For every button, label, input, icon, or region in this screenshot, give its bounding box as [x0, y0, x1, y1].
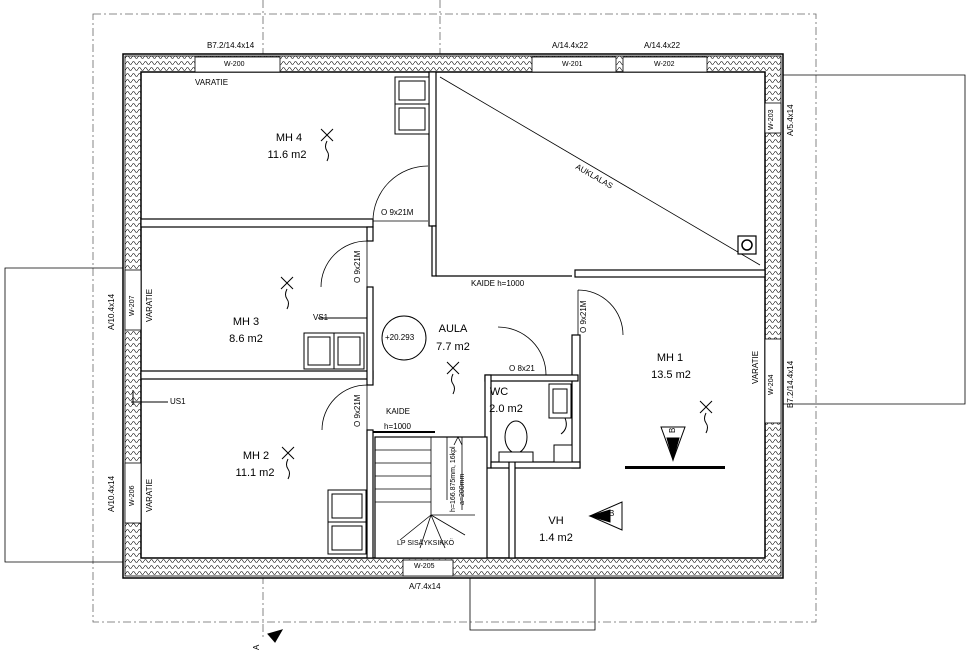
balcony-frame-right	[783, 74, 966, 405]
window-ticks	[131, 317, 367, 405]
kaide-height-label: h=1000	[384, 422, 411, 431]
window-w206	[124, 462, 142, 524]
room-mh3-name: MH 3	[232, 316, 260, 328]
room-vh-area: 1.4 m2	[539, 532, 573, 544]
window-w203-size: A/5.4x14	[786, 104, 795, 136]
window-w207-size: A/10.4x14	[107, 293, 116, 330]
window-openings	[124, 56, 782, 577]
room-aula-area: 7.7 m2	[436, 341, 470, 353]
section-a-label: A	[252, 644, 261, 650]
roof-outline	[92, 13, 817, 623]
room-vh-name: VH	[548, 515, 564, 527]
room-mh1-name: MH 1	[656, 352, 684, 364]
us1-label: US1	[170, 397, 186, 406]
window-w204-label: W-204	[768, 374, 775, 396]
window-w204-size: B7.2/14.4x14	[786, 360, 795, 408]
section-b-label-1: B	[668, 427, 677, 433]
room-mh4-name: MH 4	[275, 132, 303, 144]
staircase	[374, 436, 488, 559]
window-w206-label: W-206	[129, 485, 136, 507]
varatie-label-mh1: VARATIE	[751, 350, 760, 384]
interior-walls	[140, 71, 766, 559]
vs1-label: VS1	[313, 313, 329, 322]
window-w203	[764, 102, 782, 134]
window-w205-size: A/7.4x14	[409, 582, 441, 591]
window-w201-label: W-201	[562, 61, 583, 68]
window-w202-label: W-202	[654, 61, 675, 68]
window-w206-size: A/10.4x14	[107, 475, 116, 512]
varatie-label-mh4: VARATIE	[195, 78, 229, 87]
varatie-label-mh3: VARATIE	[145, 288, 154, 322]
balcony-frame-left	[4, 267, 123, 563]
window-w204	[764, 338, 782, 424]
window-w203-label: W-203	[768, 109, 775, 131]
ceiling-lights	[280, 128, 713, 480]
room-mh2-area: 11.1 m2	[235, 467, 275, 479]
stair-note: LP SISÄYKSIKKÖ	[397, 540, 455, 547]
level-marker	[381, 315, 427, 361]
kaide-label: KAIDE	[386, 407, 411, 416]
door-mh2-label: O 9x21M	[353, 394, 362, 427]
room-mh3-area: 8.6 m2	[229, 333, 263, 345]
door-mh3-label: O 9x21M	[353, 250, 362, 283]
kaide-top-label: KAIDE h=1000	[471, 279, 525, 288]
window-w207	[124, 269, 142, 331]
stair-dims-2: a=200mm	[459, 473, 466, 505]
stair-dims: h=166.875mm, 16kpl	[450, 446, 457, 512]
auklalas-vent	[737, 235, 757, 255]
door-mh4-label: O 9x21M	[381, 208, 414, 217]
window-w202	[622, 56, 708, 73]
door-swings	[320, 165, 624, 431]
window-w207-label: W-207	[129, 295, 136, 317]
room-wc-name: WC	[489, 386, 509, 398]
entrance-frame	[469, 578, 596, 631]
varatie-label-mh2: VARATIE	[145, 478, 154, 512]
room-mh4-area: 11.6 m2	[267, 149, 307, 161]
section-markers	[267, 426, 686, 643]
window-w200-label: W-200	[224, 61, 245, 68]
door-mh1-label: O 9x21M	[579, 300, 588, 333]
auklalas-diagonal	[439, 76, 761, 266]
door-wc-label: O 8x21	[509, 364, 535, 373]
room-mh1-area: 13.5 m2	[651, 369, 691, 381]
window-w200	[194, 56, 281, 73]
window-w205-label: W-205	[414, 563, 435, 570]
window-w201-size: A/14.4x22	[552, 41, 589, 50]
mh1-bench	[625, 466, 725, 469]
section-b-label-2: B	[609, 509, 615, 518]
window-w201	[531, 56, 617, 73]
wardrobes	[303, 76, 430, 555]
window-w200-size: B7.2/14.4x14	[207, 41, 255, 50]
window-w205	[402, 559, 454, 577]
window-w202-size: A/14.4x22	[644, 41, 681, 50]
room-aula-name: AULA	[438, 323, 468, 335]
level-label: +20.293	[385, 333, 415, 342]
room-wc-area: 2.0 m2	[489, 403, 523, 415]
wc-fixtures	[498, 383, 573, 463]
room-mh2-name: MH 2	[242, 450, 270, 462]
